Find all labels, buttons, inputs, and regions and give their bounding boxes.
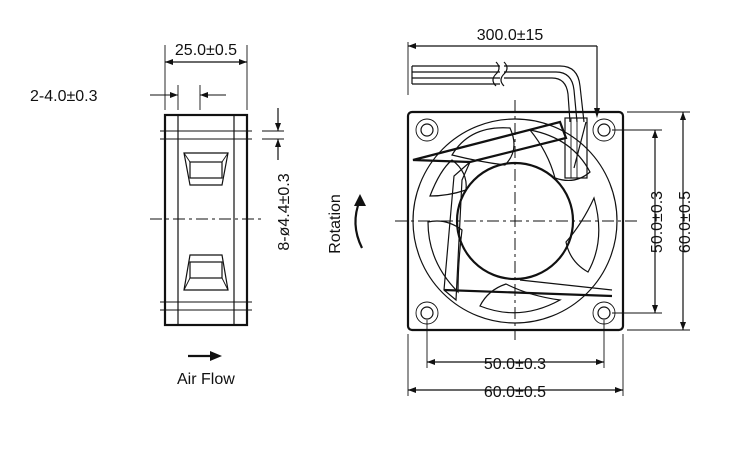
- lead-length-label: 300.0±15: [477, 27, 544, 44]
- airflow-arrow-icon: [210, 351, 222, 361]
- frame-height-label: 60.0±0.5: [677, 191, 694, 253]
- hole-pitch-horizontal-label: 50.0±0.3: [484, 356, 546, 373]
- frame-width-label: 60.0±0.5: [484, 384, 546, 401]
- rotation-label: Rotation: [327, 194, 344, 254]
- front-view: 300.0±15: [327, 27, 694, 401]
- side-view: 25.0±0.5 2-4.0±0.3: [30, 42, 293, 388]
- rotation-arrow-icon: [354, 194, 366, 206]
- side-hole-label: 2-4.0±0.3: [30, 88, 98, 105]
- hole-pitch-vertical-label: 50.0±0.3: [649, 191, 666, 253]
- side-width-label: 25.0±0.5: [175, 42, 237, 59]
- airflow-label: Air Flow: [177, 371, 235, 388]
- side-mount-hole-label: 8-ø4.4±0.3: [276, 173, 293, 250]
